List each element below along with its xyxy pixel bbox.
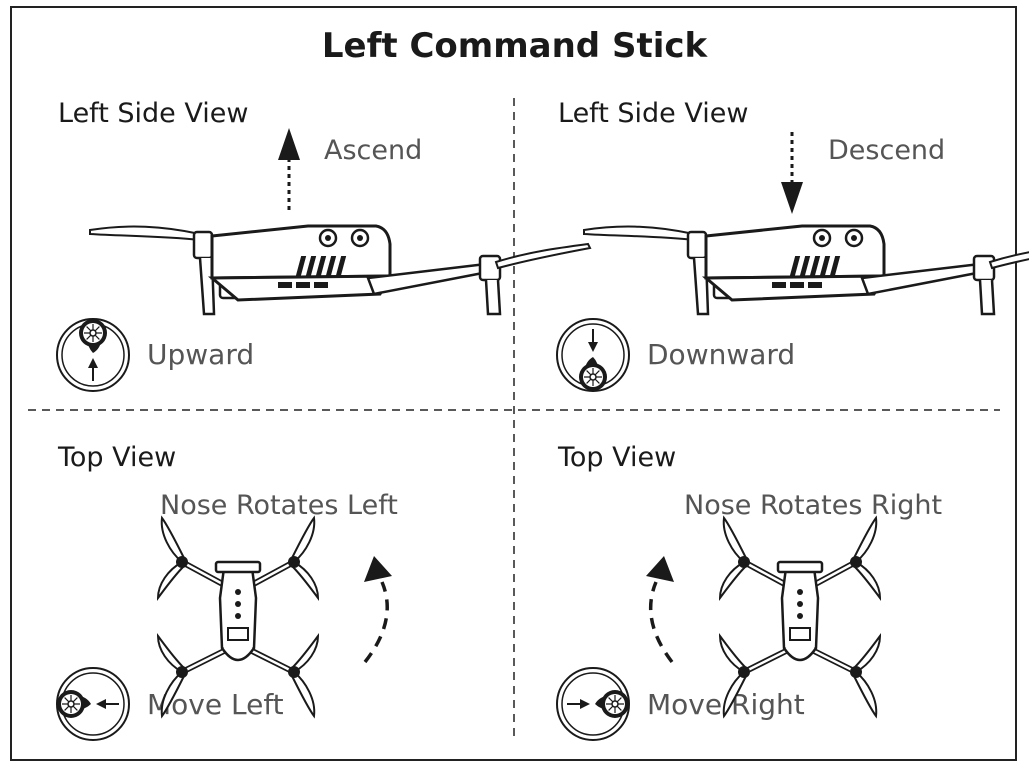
stick-icon-move-right: [556, 667, 630, 741]
action-label-rotate-right: Nose Rotates Right: [684, 490, 943, 521]
view-label-top-right: Left Side View: [558, 98, 749, 129]
stick-label-upward: Upward: [147, 338, 255, 371]
rotate-left-arrow-shaft: [363, 581, 389, 664]
action-label-ascend: Ascend: [324, 135, 423, 166]
view-label-bottom-right: Top View: [558, 442, 677, 473]
ascend-arrow-icon: [278, 128, 300, 160]
stick-icon-move-left: [56, 667, 130, 741]
stick-icon-downward: [556, 318, 630, 392]
rotate-right-arrow-icon: [646, 556, 674, 582]
diagram-frame: [10, 6, 1017, 761]
drone-side-icon-right: [582, 224, 1029, 316]
diagram-title: Left Command Stick: [321, 26, 708, 66]
drone-side-icon-left: [88, 224, 592, 316]
action-label-rotate-left: Nose Rotates Left: [160, 490, 398, 521]
stick-label-downward: Downward: [647, 338, 796, 371]
drone-top-icon-right: [720, 518, 880, 716]
view-label-bottom-left: Top View: [58, 442, 177, 473]
view-label-top-left: Left Side View: [58, 98, 249, 129]
descend-arrow-icon: [781, 182, 803, 214]
stick-icon-upward: [56, 318, 130, 392]
rotate-right-arrow-shaft: [648, 581, 674, 664]
rotate-left-arrow-icon: [364, 556, 392, 582]
drone-top-icon-left: [158, 518, 318, 716]
action-label-descend: Descend: [828, 135, 946, 166]
